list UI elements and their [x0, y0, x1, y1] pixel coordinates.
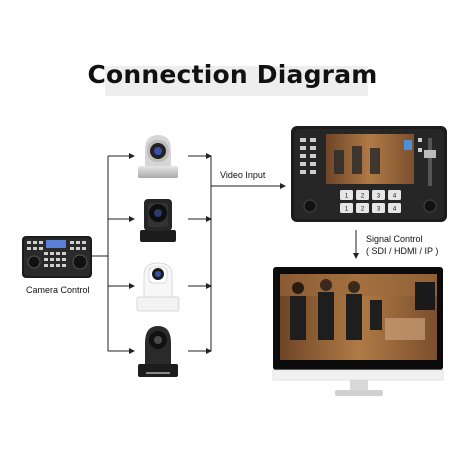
switcher-key [388, 190, 401, 200]
switcher-key [356, 203, 369, 213]
switcher-keys: 1 2 3 4 1 2 3 4 [340, 190, 401, 213]
switcher-knob-right-icon [423, 199, 437, 213]
ptz-camera-silver [138, 135, 178, 178]
title-highlight [105, 66, 368, 96]
switcher-key-label: 3 [377, 194, 381, 200]
diagram-title: Connection Diagram [87, 60, 378, 89]
joystick-right-icon [72, 254, 88, 270]
controller-display [46, 240, 66, 248]
video-switcher: 1 2 3 4 1 2 3 4 [291, 126, 447, 222]
switcher-key-label: 3 [377, 207, 381, 213]
camera-control-keyboard [22, 236, 92, 278]
switcher-key [340, 190, 353, 200]
switcher-key [372, 203, 385, 213]
switcher-key-label: 1 [345, 207, 349, 213]
ptz-camera-black-round [138, 326, 178, 377]
switcher-key-label: 4 [393, 194, 397, 200]
signal-control-label: Signal Control ( SDI / HDMI / IP ) [366, 233, 438, 257]
tbar-slider [424, 150, 436, 158]
ptz-camera-black-box [140, 199, 176, 242]
switcher-key-label: 1 [345, 194, 349, 200]
switcher-key [340, 203, 353, 213]
switcher-key-label: 2 [361, 194, 365, 200]
joystick-left-icon [27, 255, 41, 269]
switcher-knob-left-icon [303, 199, 317, 213]
connection-lines [92, 153, 359, 354]
switcher-key-label: 2 [361, 207, 365, 213]
switcher-key [356, 190, 369, 200]
signal-control-protocols: ( SDI / HDMI / IP ) [366, 246, 439, 256]
video-input-label: Video Input [220, 170, 266, 180]
switcher-key [388, 203, 401, 213]
switcher-key [372, 190, 385, 200]
camera-control-label: Camera Control [26, 285, 90, 295]
switcher-key-label: 4 [393, 207, 397, 213]
signal-control-title: Signal Control [366, 234, 423, 244]
ptz-camera-white [136, 262, 180, 312]
monitor [272, 267, 444, 396]
